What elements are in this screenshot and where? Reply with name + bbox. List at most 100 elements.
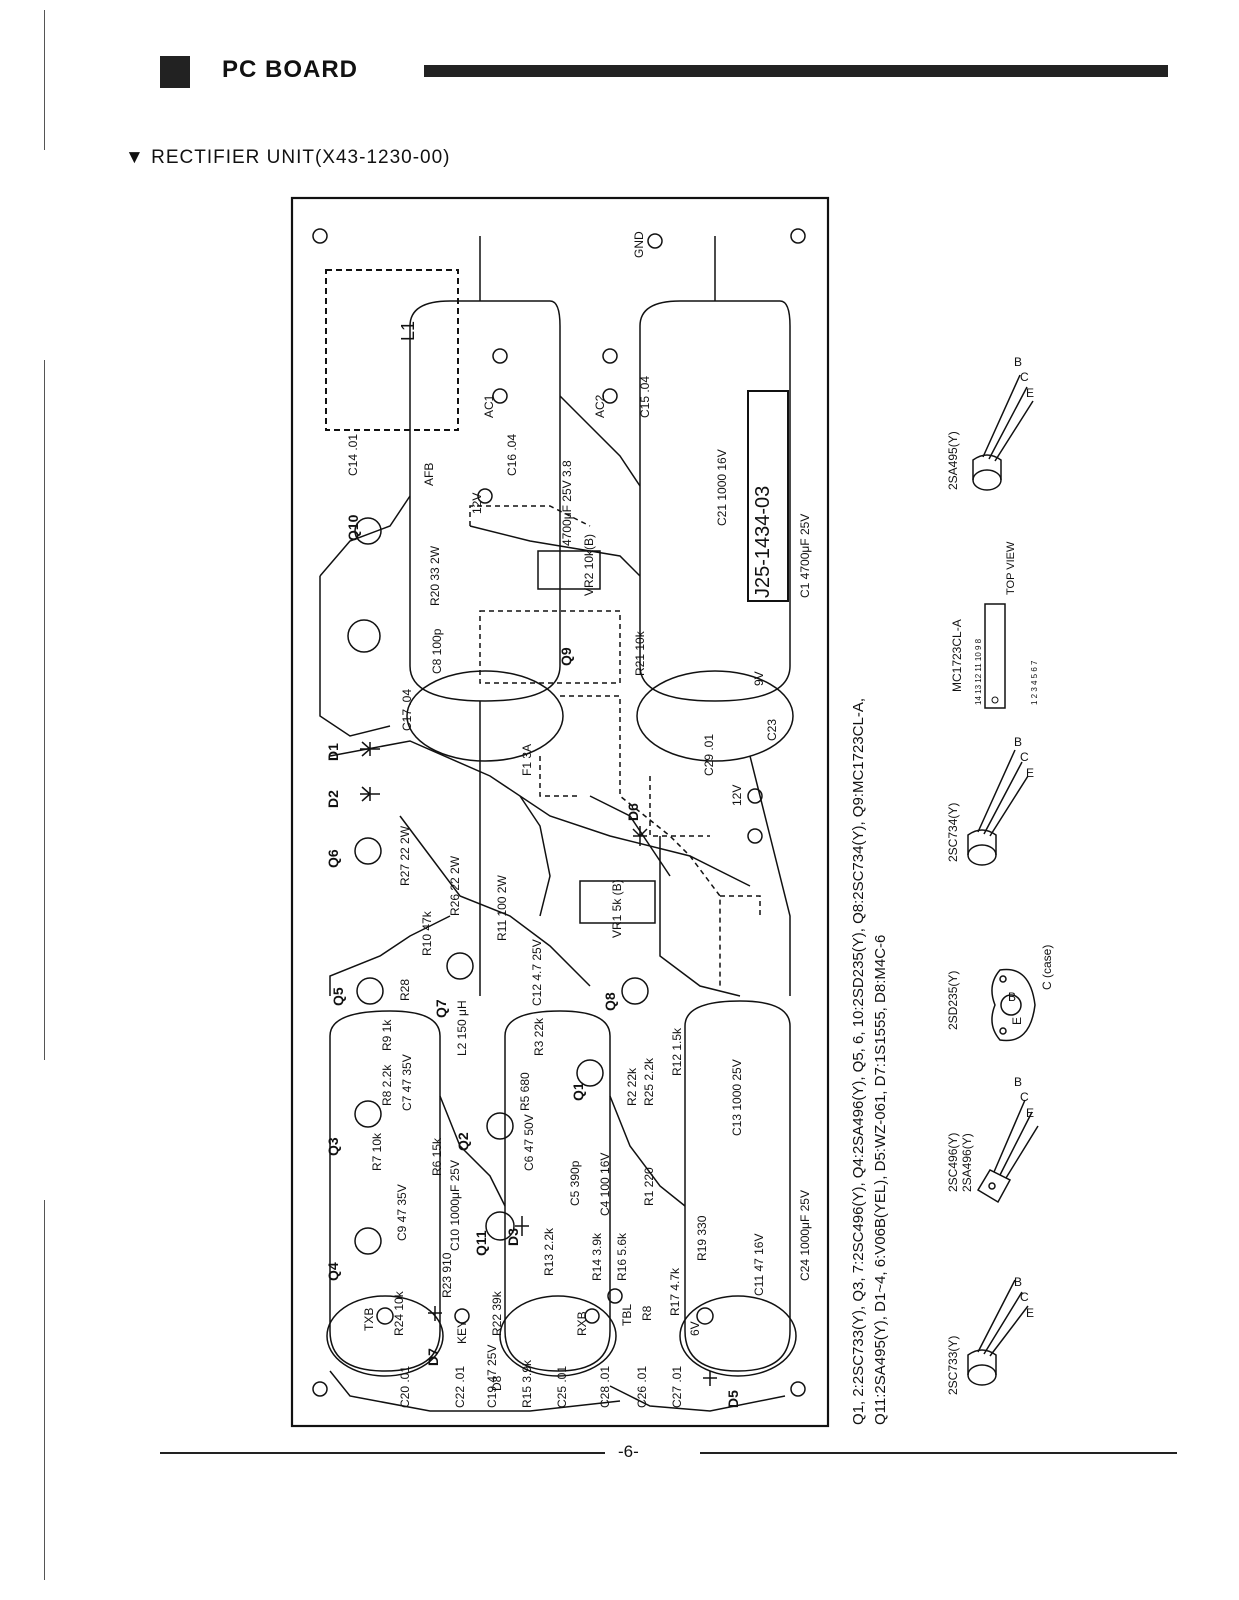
trace xyxy=(319,495,411,577)
transistor-q6 xyxy=(354,837,382,865)
trace-dashed xyxy=(720,895,761,916)
label-d1: D1 xyxy=(325,743,341,761)
capacitor-ring xyxy=(406,670,564,762)
label-r8: R8 2.2k xyxy=(380,1064,394,1106)
label-c4: C4 100 16V xyxy=(598,1152,612,1216)
pin-e: E xyxy=(1026,386,1035,400)
margin-line xyxy=(44,1200,45,1580)
pc-board-svg xyxy=(290,196,830,1428)
label-r26: R26 22 2W xyxy=(448,855,462,916)
diode-d7 xyxy=(428,1306,442,1321)
trace xyxy=(749,755,791,996)
label-ac1: AC1 xyxy=(482,394,496,418)
label-r8b: R8 xyxy=(640,1305,654,1321)
capacitor-c1-body xyxy=(639,300,791,702)
diode-d6 xyxy=(632,826,648,846)
label-q5: Q5 xyxy=(330,987,346,1006)
label-tbl: TBL xyxy=(620,1303,634,1326)
trace xyxy=(519,795,551,917)
label-q8: Q8 xyxy=(602,992,618,1011)
label-c14: C14 .01 xyxy=(346,433,360,476)
mounting-hole xyxy=(312,1381,328,1397)
pinout-name: 2SC734(Y) xyxy=(946,802,960,862)
label-c29: C29 .01 xyxy=(702,733,716,776)
diode-d5 xyxy=(703,1371,717,1386)
label-c12: C12 4.7 25V xyxy=(530,939,544,1006)
transistor-q10 xyxy=(354,517,382,545)
test-point-txb xyxy=(376,1307,394,1325)
label-r23: R23 910 xyxy=(440,1252,454,1298)
pins-top: 14 13 12 11 10 9 8 xyxy=(974,638,983,705)
label-c28: C28 .01 xyxy=(598,1365,612,1408)
capacitor-c3-body xyxy=(409,300,561,702)
label-q3: Q3 xyxy=(325,1137,341,1156)
label-board-code: J25-1434-03 xyxy=(752,485,774,598)
label-rxb: RXB xyxy=(575,1311,589,1336)
label-c25: C25 .01 xyxy=(555,1365,569,1408)
label-r14: R14 3.9k xyxy=(590,1232,604,1281)
label-c7: C7 47 35V xyxy=(400,1054,414,1111)
label-d6: D6 xyxy=(625,803,641,821)
pin-b: B xyxy=(1014,1075,1023,1089)
label-q2: Q2 xyxy=(455,1132,471,1151)
label-r15: R15 3.9k xyxy=(520,1359,534,1408)
pin-e: E xyxy=(1026,1306,1035,1320)
mounting-hole xyxy=(790,1381,806,1397)
label-c17: C17 .04 xyxy=(400,688,414,731)
trace xyxy=(609,1095,686,1207)
pin-c: C xyxy=(1020,1090,1029,1104)
label-r27: R27 22 2W xyxy=(398,825,412,886)
trace xyxy=(469,525,641,577)
capacitor-ring xyxy=(326,1295,444,1377)
test-point-12v xyxy=(747,828,763,844)
label-c26: C26 .01 xyxy=(635,1365,649,1408)
label-r17: R17 4.7k xyxy=(668,1267,682,1316)
test-point-key xyxy=(454,1308,470,1324)
trace xyxy=(609,1385,786,1412)
trace xyxy=(559,395,641,487)
pins-bottom: 1 2 3 4 5 6 7 xyxy=(1030,660,1039,705)
transistor-q7 xyxy=(446,952,474,980)
label-c21: C21 1000 16V xyxy=(715,449,729,526)
transistor-q2 xyxy=(486,1112,514,1140)
mounting-hole xyxy=(347,619,381,653)
label-q9: Q9 xyxy=(558,647,574,666)
label-c13: C13 1000 25V xyxy=(730,1059,744,1136)
header-rule xyxy=(424,65,1168,77)
test-point-6v xyxy=(696,1307,714,1325)
mounting-hole xyxy=(790,228,806,244)
diode-d3 xyxy=(515,1216,529,1236)
trace xyxy=(329,915,451,996)
parts-note-line1: Q1, 2:2SC733(Y), Q3, 7:2SC496(Y), Q4:2SA… xyxy=(850,697,867,1425)
label-r16: R16 5.6k xyxy=(615,1232,629,1281)
trace xyxy=(439,1095,506,1207)
label-r9: R9 1k xyxy=(380,1019,394,1051)
label-c16: C16 .04 xyxy=(505,433,519,476)
label-d7: D7 xyxy=(425,1348,441,1366)
label-ac2: AC2 xyxy=(593,394,607,418)
label-r13: R13 2.2k xyxy=(542,1227,556,1276)
vr2-outline xyxy=(537,550,601,590)
test-point-12v-top xyxy=(477,488,493,504)
label-afb: AFB xyxy=(422,462,436,486)
label-q1: Q1 xyxy=(570,1082,586,1101)
transistor-to66-icon xyxy=(991,968,1036,1042)
transistor-to92-icon xyxy=(967,1279,1029,1386)
transistor-q1 xyxy=(576,1059,604,1087)
label-c8: C8 100p xyxy=(430,628,444,674)
label-f1: F1 3A xyxy=(520,743,534,776)
trace-dashed xyxy=(649,776,710,837)
label-12v-mid: 12V xyxy=(730,784,744,806)
pin-b: B xyxy=(1014,355,1023,369)
transistor-q4 xyxy=(354,1227,382,1255)
label-c11: C11 47 16V xyxy=(752,1233,766,1297)
pin-e: E xyxy=(1026,766,1035,780)
label-r1: R1 220 xyxy=(642,1167,656,1206)
label-l2: L2 150 μH xyxy=(455,1000,469,1056)
trace xyxy=(659,836,741,997)
top-view-label: TOP VIEW xyxy=(1005,541,1017,595)
label-r25: R25 2.2k xyxy=(642,1057,656,1106)
label-c24: C24 1000μF 25V xyxy=(798,1190,812,1281)
diode-d2 xyxy=(360,786,380,802)
trace-dashed xyxy=(469,505,591,527)
